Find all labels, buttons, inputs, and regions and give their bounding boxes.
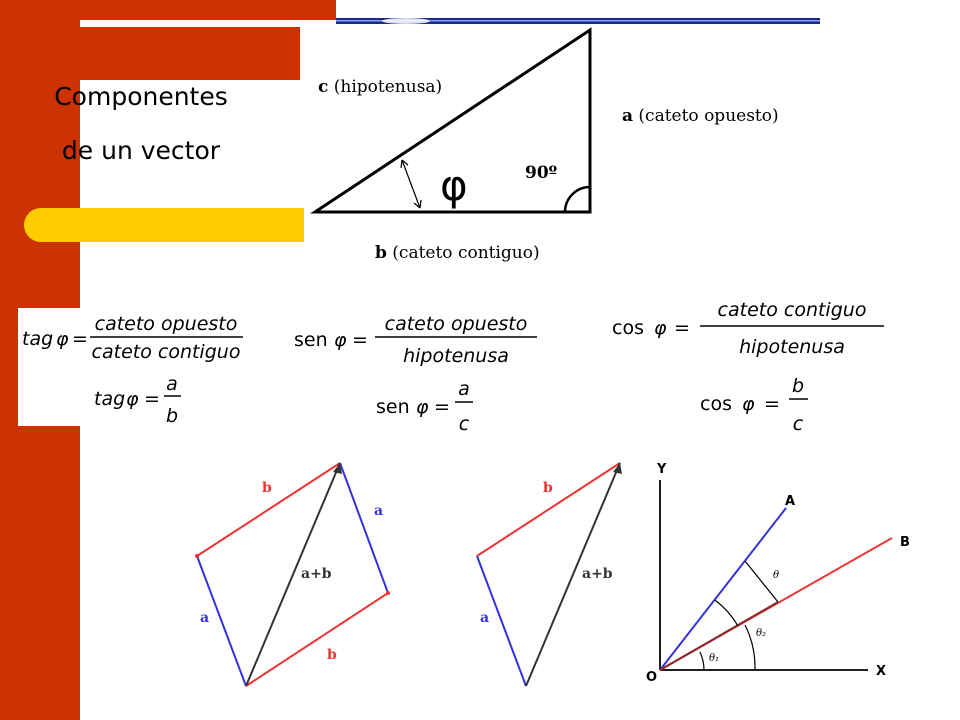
arc-theta2: [744, 624, 756, 671]
vector-a-left: [196, 555, 247, 687]
tag-func: tag: [22, 328, 53, 350]
tag-equals: =: [72, 328, 88, 350]
sen-func: sen: [294, 329, 328, 351]
title-side-strip: [80, 27, 300, 80]
yellow-highlight-bar: [24, 208, 304, 242]
theta1-label: θ₁: [709, 653, 719, 664]
right-angle-label: 90º: [525, 163, 557, 183]
arc-theta: [714, 599, 739, 627]
sen2-denominator: c: [459, 413, 470, 435]
cos-equals: =: [674, 317, 690, 339]
point-b-end: [386, 591, 390, 595]
vector-sum: [245, 462, 341, 687]
hypotenuse-text: (hipotenusa): [328, 77, 442, 97]
cos-denominator: hipotenusa: [739, 336, 845, 358]
axes-angle-diagram: Y X O A B θ θ₂ θ₁: [646, 462, 910, 685]
sen2-equals: =: [434, 396, 450, 418]
formula-box-bg: [18, 308, 80, 426]
vector-b-bottom: [245, 592, 389, 687]
axis-label-y: Y: [656, 462, 667, 477]
projection-line: [744, 560, 779, 603]
cos2-numerator: b: [792, 375, 804, 397]
label-b: b: [543, 480, 553, 496]
hypotenuse-label: c (hipotenusa): [318, 77, 442, 97]
tag2-phi: φ: [126, 388, 139, 410]
sen2-func: sen: [376, 396, 410, 418]
cos2-denominator: c: [793, 413, 804, 435]
hypotenuse-letter: c: [318, 77, 328, 97]
angle-arrowhead-top: [400, 159, 409, 169]
arc-theta1: [699, 651, 705, 671]
sen2-numerator: a: [458, 378, 470, 400]
title-line-2: de un vector: [61, 136, 221, 165]
adjacent-label: b (cateto contiguo): [375, 243, 540, 263]
sen2-phi: φ: [416, 396, 429, 418]
axis-label-x: X: [876, 664, 886, 679]
sen-equals: =: [352, 329, 368, 351]
angle-arrow: [401, 159, 421, 209]
cos-formula: cos φ = cateto contiguo hipotenusa cos φ…: [612, 299, 884, 435]
tag2-denominator: b: [166, 405, 178, 427]
trig-formulas: tag φ = cateto opuesto cateto contiguo t…: [18, 299, 884, 435]
sen-numerator: cateto opuesto: [385, 313, 528, 335]
vector-b-top: [196, 462, 341, 557]
sen-formula: sen φ = cateto opuesto hipotenusa sen φ …: [294, 313, 537, 435]
sen-denominator: hipotenusa: [403, 345, 509, 367]
vector-A: [659, 507, 787, 671]
tag-numerator: cateto opuesto: [95, 313, 238, 335]
sen-phi: φ: [334, 329, 347, 351]
opposite-label: a (cateto opuesto): [622, 106, 779, 126]
sum-arrowhead: [333, 463, 342, 474]
title-line-1: Componentes: [54, 82, 228, 111]
vector-a-right: [339, 462, 389, 594]
triangle-rule-diagram: b a a+b: [476, 462, 622, 687]
adjacent-letter: b: [375, 243, 387, 263]
opposite-letter: a: [622, 106, 633, 126]
cos2-equals: =: [764, 393, 780, 415]
cos2-phi: φ: [742, 393, 755, 415]
cos-func: cos: [612, 317, 644, 339]
label-b-bottom: b: [327, 647, 337, 663]
origin-label: O: [646, 670, 657, 685]
header-rule: [336, 18, 820, 24]
sum-arrowhead: [613, 463, 622, 474]
label-a: a: [480, 610, 489, 626]
theta-label: θ: [773, 570, 779, 581]
tag-phi: φ: [56, 328, 69, 350]
slide-title: Componentes de un vector: [36, 70, 246, 178]
cos2-func: cos: [700, 393, 732, 415]
label-sum: a+b: [582, 566, 613, 582]
vector-a: [476, 555, 527, 687]
right-triangle-diagram: φ 90º c (hipotenusa) a (cateto opuesto) …: [310, 27, 779, 263]
cos-phi: φ: [654, 317, 667, 339]
label-sum: a+b: [301, 566, 332, 582]
point-b-start: [195, 554, 199, 558]
tag-denominator: cateto contiguo: [92, 341, 241, 363]
adjacent-text: (cateto contiguo): [387, 243, 540, 263]
theta2-label: θ₂: [756, 628, 766, 639]
triangle-outline: [310, 27, 592, 214]
vector-A-label: A: [785, 494, 795, 509]
label-a-left: a: [200, 610, 209, 626]
right-angle-arc: [563, 185, 591, 213]
opposite-text: (cateto opuesto): [633, 106, 779, 126]
projection-segment: [659, 601, 779, 671]
angle-phi-symbol: φ: [440, 161, 468, 210]
vector-sum: [525, 462, 621, 687]
tag2-equals: =: [144, 388, 160, 410]
cos-numerator: cateto contiguo: [718, 299, 867, 321]
angle-arrowhead-bottom: [413, 199, 422, 209]
vector-diagrams: b b a a a+b b a a+b Y X O A B θ θ₂ θ₁: [195, 462, 910, 687]
top-accent-band: [0, 0, 336, 20]
tag-formula: tag φ = cateto opuesto cateto contiguo t…: [22, 313, 243, 427]
label-a-right: a: [374, 503, 383, 519]
label-b-top: b: [262, 480, 272, 496]
vector-B-label: B: [900, 535, 910, 550]
tag2-func: tag: [94, 388, 125, 410]
vector-b: [476, 462, 621, 557]
parallelogram-diagram: b b a a a+b: [195, 462, 390, 687]
tag2-numerator: a: [166, 373, 178, 395]
